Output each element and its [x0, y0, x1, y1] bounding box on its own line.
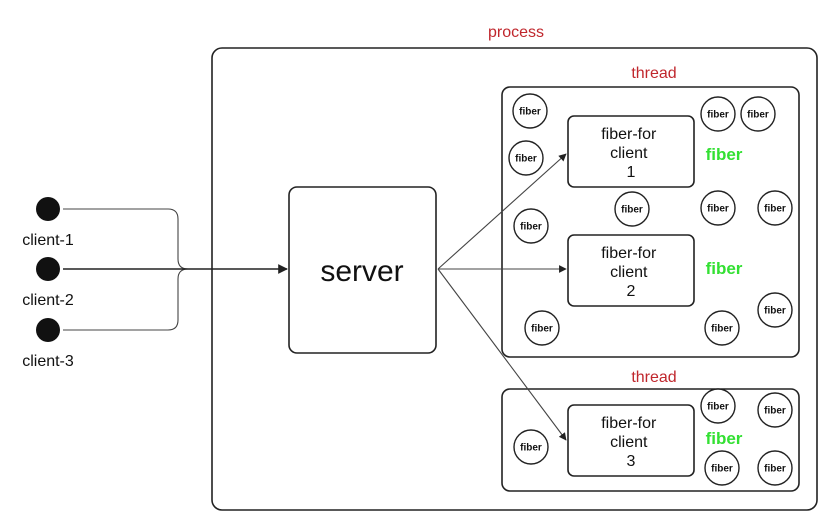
fiber-box-2-text: fiber-for client 2: [601, 245, 661, 300]
fiber-green-label-3: fiber: [706, 429, 743, 448]
small-fiber-circle: [614, 191, 650, 227]
small-fiber-label: fiber: [515, 154, 537, 165]
thread-label-2: thread: [631, 369, 676, 386]
small-fiber-circle: [513, 429, 549, 465]
arrow-to-fiber-3: [437, 268, 567, 441]
fiber-box-3-text: fiber-for client 3: [601, 415, 661, 470]
fiber-box-1: [567, 115, 695, 188]
small-fiber-circle: [757, 450, 793, 486]
small-fiber-label: fiber: [764, 204, 786, 215]
client-2-node: [36, 257, 60, 281]
small-fiber-circle: [508, 140, 544, 176]
small-fiber-label: fiber: [711, 464, 733, 475]
client-2-label: client-2: [22, 292, 74, 309]
small-fiber-circle: [700, 388, 736, 424]
small-fiber-circle: [524, 310, 560, 346]
small-fiber-circle: [757, 292, 793, 328]
small-fiber-label: fiber: [764, 306, 786, 317]
fiber-green-label-1: fiber: [706, 145, 743, 164]
small-fiber-label: fiber: [519, 107, 541, 118]
fiber-green-label-2: fiber: [706, 259, 743, 278]
client-3-label: client-3: [22, 353, 74, 370]
client-1-node: [36, 197, 60, 221]
small-fiber-circle: [700, 190, 736, 226]
arrow-to-fiber-1: [437, 153, 567, 270]
small-fiber-circle: [757, 392, 793, 428]
fiber-box-1-text: fiber-for client 1: [601, 126, 661, 181]
small-fiber-label: fiber: [707, 204, 729, 215]
small-fiber-circle: [704, 310, 740, 346]
small-fiber-label: fiber: [764, 406, 786, 417]
small-fiber-label: fiber: [711, 324, 733, 335]
small-fiber-circle: [704, 450, 740, 486]
small-fiber-label: fiber: [531, 324, 553, 335]
client-3-connector: [63, 268, 189, 331]
small-fiber-label: fiber: [747, 110, 769, 121]
client-1-label: client-1: [22, 232, 74, 249]
process-label: process: [488, 24, 544, 41]
server-label: server: [320, 255, 403, 288]
small-fiber-circle: [512, 93, 548, 129]
small-fiber-circle: [513, 208, 549, 244]
small-fiber-circle: [700, 96, 736, 132]
small-fiber-label: fiber: [764, 464, 786, 475]
fiber-box-2: [567, 234, 695, 307]
small-fiber-label: fiber: [520, 443, 542, 454]
client-3-node: [36, 318, 60, 342]
small-fiber-label: fiber: [520, 222, 542, 233]
client-1-connector: [63, 208, 189, 270]
server-box: [288, 186, 437, 354]
thread-label-1: thread: [631, 65, 676, 82]
fiber-box-3: [567, 404, 695, 477]
small-fiber-label: fiber: [707, 402, 729, 413]
small-fiber-circle: [757, 190, 793, 226]
small-fiber-label: fiber: [621, 205, 643, 216]
small-fiber-label: fiber: [707, 110, 729, 121]
small-fiber-circle: [740, 96, 776, 132]
small-fiber-group: fiber fiber fiber fiber fiber fiber fiber fiber…: [508, 93, 793, 486]
